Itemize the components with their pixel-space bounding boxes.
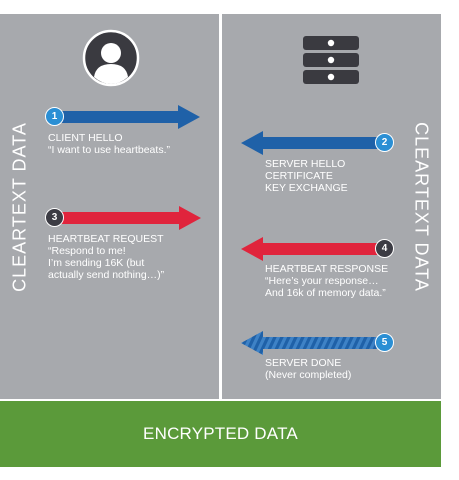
encrypted-data-label: ENCRYPTED DATA	[143, 424, 298, 443]
step-2-title: SERVER HELLO	[265, 158, 346, 170]
step-4-badge: 4	[375, 239, 394, 258]
step-3-title: HEARTBEAT REQUEST	[48, 233, 164, 245]
encrypted-data-bar: ENCRYPTED DATA	[0, 401, 441, 467]
heartbleed-diagram: CLEARTEXT DATA CLEARTEXT DATA 1 CLIENT H…	[0, 14, 441, 467]
left-side-label-text: CLEARTEXT DATA	[9, 122, 30, 292]
step-3-line-2: I’m sending 16K (but	[48, 257, 145, 269]
step-4-text: HEARTBEAT RESPONSE “Here’s your response…	[265, 263, 388, 299]
step-3-arrow	[50, 206, 201, 230]
step-2-line-1: CERTIFICATE	[265, 170, 333, 182]
step-1-badge: 1	[45, 107, 64, 126]
step-3-line-1: “Respond to me!	[48, 245, 126, 257]
step-5-line-1: (Never completed)	[265, 369, 352, 381]
step-2-badge: 2	[375, 133, 394, 152]
user-avatar-icon	[82, 29, 140, 87]
step-1-line-1: “I want to use heartbeats.”	[48, 144, 170, 156]
step-2-text: SERVER HELLO CERTIFICATE KEY EXCHANGE	[265, 158, 348, 194]
step-2-line-2: KEY EXCHANGE	[265, 182, 348, 194]
server-stack-icon	[303, 36, 359, 84]
step-4-line-1: “Here’s your response…	[265, 275, 379, 287]
step-5-title: SERVER DONE	[265, 357, 342, 369]
step-2-arrow	[241, 131, 391, 155]
step-3-text: HEARTBEAT REQUEST “Respond to me! I’m se…	[48, 233, 164, 281]
step-4-line-2: And 16k of memory data.”	[265, 287, 386, 299]
step-1-arrow	[50, 105, 200, 129]
step-4-title: HEARTBEAT RESPONSE	[265, 263, 389, 275]
step-3-line-3: actually send nothing…)”	[48, 269, 165, 281]
step-5-arrow	[241, 331, 391, 355]
step-5-badge: 5	[375, 333, 394, 352]
right-side-label-text: CLEARTEXT DATA	[411, 122, 432, 292]
step-5-text: SERVER DONE (Never completed)	[265, 357, 351, 381]
step-3-badge: 3	[45, 208, 64, 227]
step-1-text: CLIENT HELLO “I want to use heartbeats.”	[48, 132, 170, 156]
panel-divider	[219, 14, 222, 399]
step-4-arrow	[241, 237, 391, 261]
step-1-title: CLIENT HELLO	[48, 132, 123, 144]
